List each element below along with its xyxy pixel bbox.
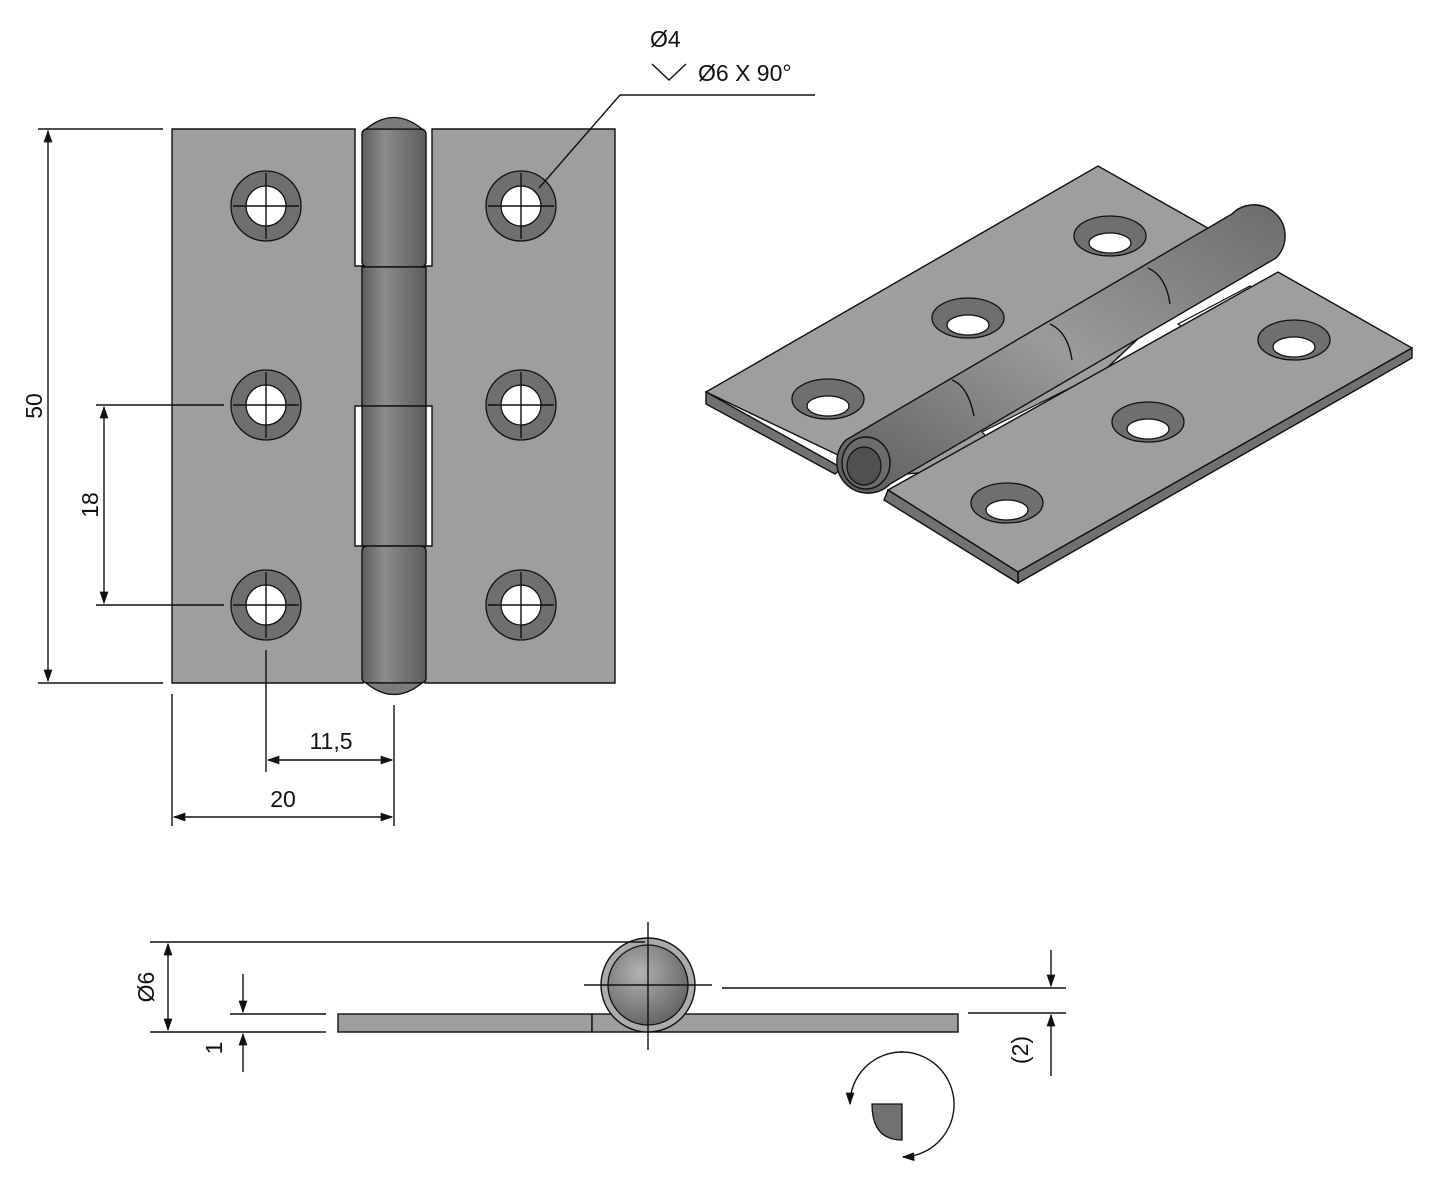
hole-callout: Ø4 Ø6 X 90°	[538, 26, 815, 189]
countersunk-hole	[485, 369, 557, 441]
iso-knuckle	[836, 204, 1286, 494]
knuckle-segment	[361, 128, 427, 268]
iso-countersunk-hole	[1257, 319, 1331, 361]
iso-knuckle-joint	[1147, 267, 1171, 305]
leaf-thickness-dimension: 1	[201, 974, 326, 1072]
knuckle-segment	[361, 405, 427, 547]
hole-to-axis-dimension: 11,5	[265, 650, 395, 826]
iso-knuckle-joint	[951, 379, 975, 417]
pin-offset-label: (2)	[1007, 1036, 1033, 1064]
leaf-thickness-label: 1	[201, 1042, 227, 1055]
pitch-label: 18	[77, 492, 103, 518]
countersunk-hole	[485, 569, 557, 641]
iso-pin-head	[846, 446, 882, 486]
countersunk-hole	[230, 369, 302, 441]
countersunk-hole	[230, 170, 302, 242]
height-dimension: 50	[21, 128, 163, 684]
knuckle-diameter-dimension: Ø6	[133, 941, 645, 1033]
iso-back-leaf-edge	[705, 390, 844, 475]
rotation-arrow-icon	[845, 1051, 955, 1162]
isometric-view	[704, 165, 1414, 585]
height-label: 50	[21, 393, 47, 419]
iso-countersunk-hole	[931, 297, 1005, 339]
iso-knuckle-joint	[1049, 323, 1073, 361]
knuckle-segment	[361, 545, 427, 684]
leaf-width-dimension: 20	[171, 694, 394, 826]
countersink-symbol-icon	[651, 63, 687, 81]
front-view: Ø4 Ø6 X 90° 50 18 11,5	[21, 26, 815, 826]
knuckle-segment	[361, 266, 427, 407]
hole-to-axis-label: 11,5	[309, 728, 352, 754]
pitch-dimension: 18	[77, 404, 224, 606]
leaf-width-label: 20	[270, 786, 296, 812]
hole-diameter-label: Ø4	[650, 26, 681, 52]
side-leaf-left	[337, 1013, 593, 1033]
pin-dome-bottom	[364, 682, 424, 696]
pin-offset-dimension: (2)	[722, 950, 1066, 1076]
pin-dome-top	[364, 116, 424, 130]
iso-countersunk-hole	[970, 482, 1044, 524]
side-leaf-right	[591, 1013, 959, 1033]
iso-front-leaf-side	[883, 488, 1019, 585]
countersunk-hole	[230, 569, 302, 641]
iso-countersunk-hole	[791, 378, 865, 420]
knuckle-diameter-label: Ø6	[133, 972, 159, 1003]
countersunk-hole	[485, 170, 557, 242]
countersink-label: Ø6 X 90°	[698, 60, 792, 86]
iso-countersunk-hole	[1111, 401, 1185, 443]
side-view: Ø6 1 (2)	[133, 922, 1066, 1162]
iso-countersunk-hole	[1073, 215, 1147, 257]
